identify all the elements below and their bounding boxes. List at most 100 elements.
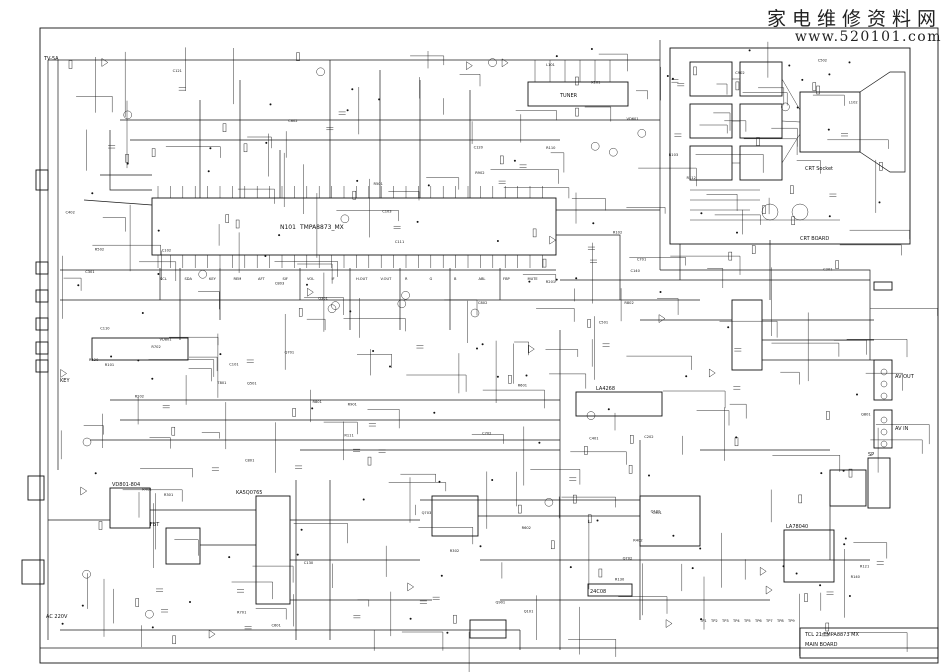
tp-label: TP2 [710,619,718,623]
wire-segment [482,389,545,409]
wire-segment [471,434,504,444]
diode-symbol [208,629,216,639]
junction-dot [228,556,231,559]
junction-dot [137,359,140,362]
resistor-symbol [235,219,240,229]
component-label: C801 [245,458,254,462]
junction-dot [126,162,129,165]
component-label: R103 [669,153,678,157]
component-label: T801 [216,381,226,385]
tp-label: TP1 [699,619,707,623]
wire-segment [357,599,370,607]
component-label: R202 [135,395,144,399]
wire-segment [515,110,557,121]
resistor-symbol [367,456,372,466]
wire-segment [306,318,326,331]
crt-board-label: CRT BOARD [800,236,829,242]
resistor-symbol [879,162,883,171]
resistor-symbol [172,635,176,645]
wire-segment [699,124,728,134]
resistor-symbol [587,319,591,328]
transistor-symbol [488,58,497,67]
resistor-symbol [135,598,139,607]
junction-dot [819,584,822,587]
junction-dot [848,61,851,64]
component-label: R702 [151,345,160,349]
component-label: R402 [633,538,642,542]
transistor-symbol [316,67,325,77]
wire-segment [629,257,686,266]
component-label: R601 [518,383,527,387]
wire-segment [848,632,908,652]
wire-segment [833,340,867,355]
tp-label: TP6 [754,619,762,623]
wire-segment [584,106,612,122]
junction-dot [346,109,349,112]
resistor-symbol [125,154,129,163]
pin-label: IF [332,277,335,281]
pin-label: SDA [185,277,193,281]
wire-segment [255,608,287,620]
junction-dot [311,407,314,410]
sheet-note-text: MAIN BOARD [805,642,838,648]
wire-segment [636,90,648,100]
junction-dot [727,326,730,329]
junction-dot [265,141,268,144]
wire-segment [870,439,923,454]
wire-segment [83,425,104,435]
av-section: AV OUT AV IN [731,281,915,449]
transistor-symbol [544,498,554,507]
junction-dot [351,88,354,91]
tp-label: TP3 [721,619,729,623]
junction-dot [356,179,359,182]
junction-dot [666,75,669,77]
junction-dot [788,64,791,67]
resistor-symbol [728,251,733,261]
wire-segment [148,359,215,377]
wire-segment [707,268,724,288]
junction-dot [555,278,558,281]
transistor-symbol [82,569,91,579]
component-label: Q101 [524,610,534,614]
component-label: C102 [162,248,171,252]
resistor-symbol [68,60,73,69]
wire-segment [514,341,529,356]
junction-dot [157,229,160,232]
wire-segment [695,154,764,173]
wire-segment [323,421,358,435]
junction-dot [141,312,144,314]
component-label: R140 [851,575,861,579]
pin-label: SIF [283,277,288,281]
transistor-symbol [198,270,207,279]
junction-dot [590,48,593,50]
wire-segment [139,261,177,281]
junction-dot [306,283,308,286]
transistor-symbol [327,304,337,313]
resistor-symbol [292,408,296,417]
junction-dot [796,106,799,109]
wire-segment [530,469,581,485]
wire-segment [165,146,221,158]
tp-label: TP5 [743,619,751,623]
junction-dot [278,234,281,237]
component-label: C602 [288,119,297,123]
wire-segment [657,298,679,315]
junction-dot [856,393,858,396]
wire-segment [357,354,392,368]
wire-segment [174,539,199,556]
diode-symbol [466,61,473,71]
resistor-symbol [804,593,808,602]
wire-segment [201,432,220,439]
resistor-symbol [225,214,229,223]
wire-segment [771,342,840,357]
component-label: Q701 [285,351,295,355]
component-label: Q501 [247,381,257,385]
tp-label: TP7 [765,619,773,623]
junction-dot [827,128,830,131]
resistor-symbol [630,435,634,444]
av-out-label: AV OUT [895,374,915,380]
wire-segment [570,451,627,465]
junction-dot [61,622,64,625]
junction-dot [700,212,703,215]
